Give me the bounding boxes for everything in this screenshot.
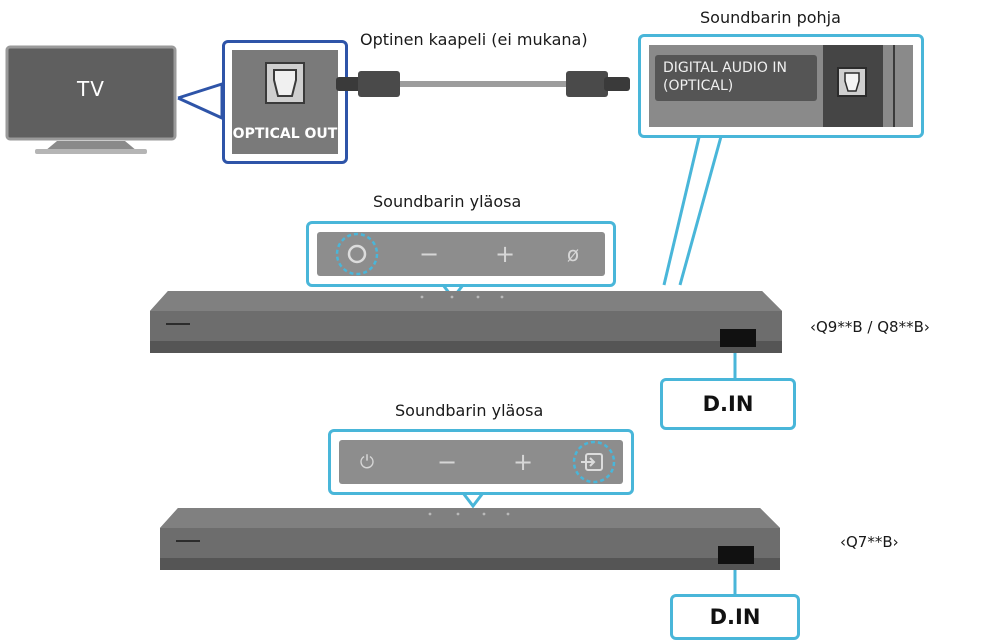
top-q7-button-bar: ⏻ − +: [339, 440, 623, 484]
digital-audio-label-line1: DIGITAL AUDIO IN: [663, 60, 787, 76]
optical-port-icon: [265, 62, 305, 104]
input-source-icon: [572, 440, 616, 484]
tv-port-face: OPTICAL OUT: [232, 50, 338, 154]
tv-port-label: OPTICAL OUT: [232, 126, 338, 142]
top-q9-callout: − + ø: [306, 221, 616, 287]
bottom-pointer-left: [662, 132, 702, 286]
tv-label: TV: [77, 77, 105, 101]
din-q9-callout: D.IN: [660, 378, 796, 430]
din-q9-label: D.IN: [702, 392, 754, 416]
soundbar-bottom-title: Soundbarin pohja: [700, 8, 841, 27]
volume-up-icon-q7: +: [512, 448, 534, 476]
mic-off-icon: ø: [566, 242, 580, 266]
power-icon: ⏻: [359, 451, 375, 473]
model-q7-label: ‹Q7**B›: [840, 533, 899, 551]
soundbar-q9: [150, 291, 782, 353]
q9-button-ring: [335, 232, 379, 276]
soundbar-bottom-panel: DIGITAL AUDIO IN (OPTICAL): [649, 45, 913, 127]
soundbar-optical-port-icon: [837, 67, 867, 97]
soundbar-q7: [160, 508, 780, 570]
volume-up-icon: +: [494, 240, 516, 268]
top-q9-title: Soundbarin yläosa: [373, 192, 522, 211]
top-q9-button-bar: − + ø: [317, 232, 605, 276]
tv-icon: [5, 45, 177, 154]
din-q7-label: D.IN: [709, 605, 761, 629]
volume-down-icon: −: [418, 240, 440, 268]
volume-down-icon-q7: −: [436, 448, 458, 476]
top-q7-title: Soundbarin yläosa: [395, 401, 544, 420]
digital-audio-label: DIGITAL AUDIO IN (OPTICAL): [655, 55, 817, 101]
tv-device: TV: [5, 45, 177, 157]
tv-optical-port-panel: OPTICAL OUT: [222, 40, 348, 164]
model-q9-label: ‹Q9**B / Q8**B›: [810, 318, 930, 336]
optical-cable: [336, 71, 630, 97]
tv-port-pointer: [177, 81, 224, 121]
digital-audio-label-line2: (OPTICAL): [663, 78, 734, 94]
bottom-pointer-right: [678, 132, 724, 286]
top-q7-callout: ⏻ − +: [328, 429, 634, 495]
din-q7-callout: D.IN: [670, 594, 800, 640]
soundbar-bottom-edge: [893, 45, 895, 127]
optical-cable-label: Optinen kaapeli (ei mukana): [360, 30, 588, 49]
soundbar-bottom-callout: DIGITAL AUDIO IN (OPTICAL): [638, 34, 924, 138]
